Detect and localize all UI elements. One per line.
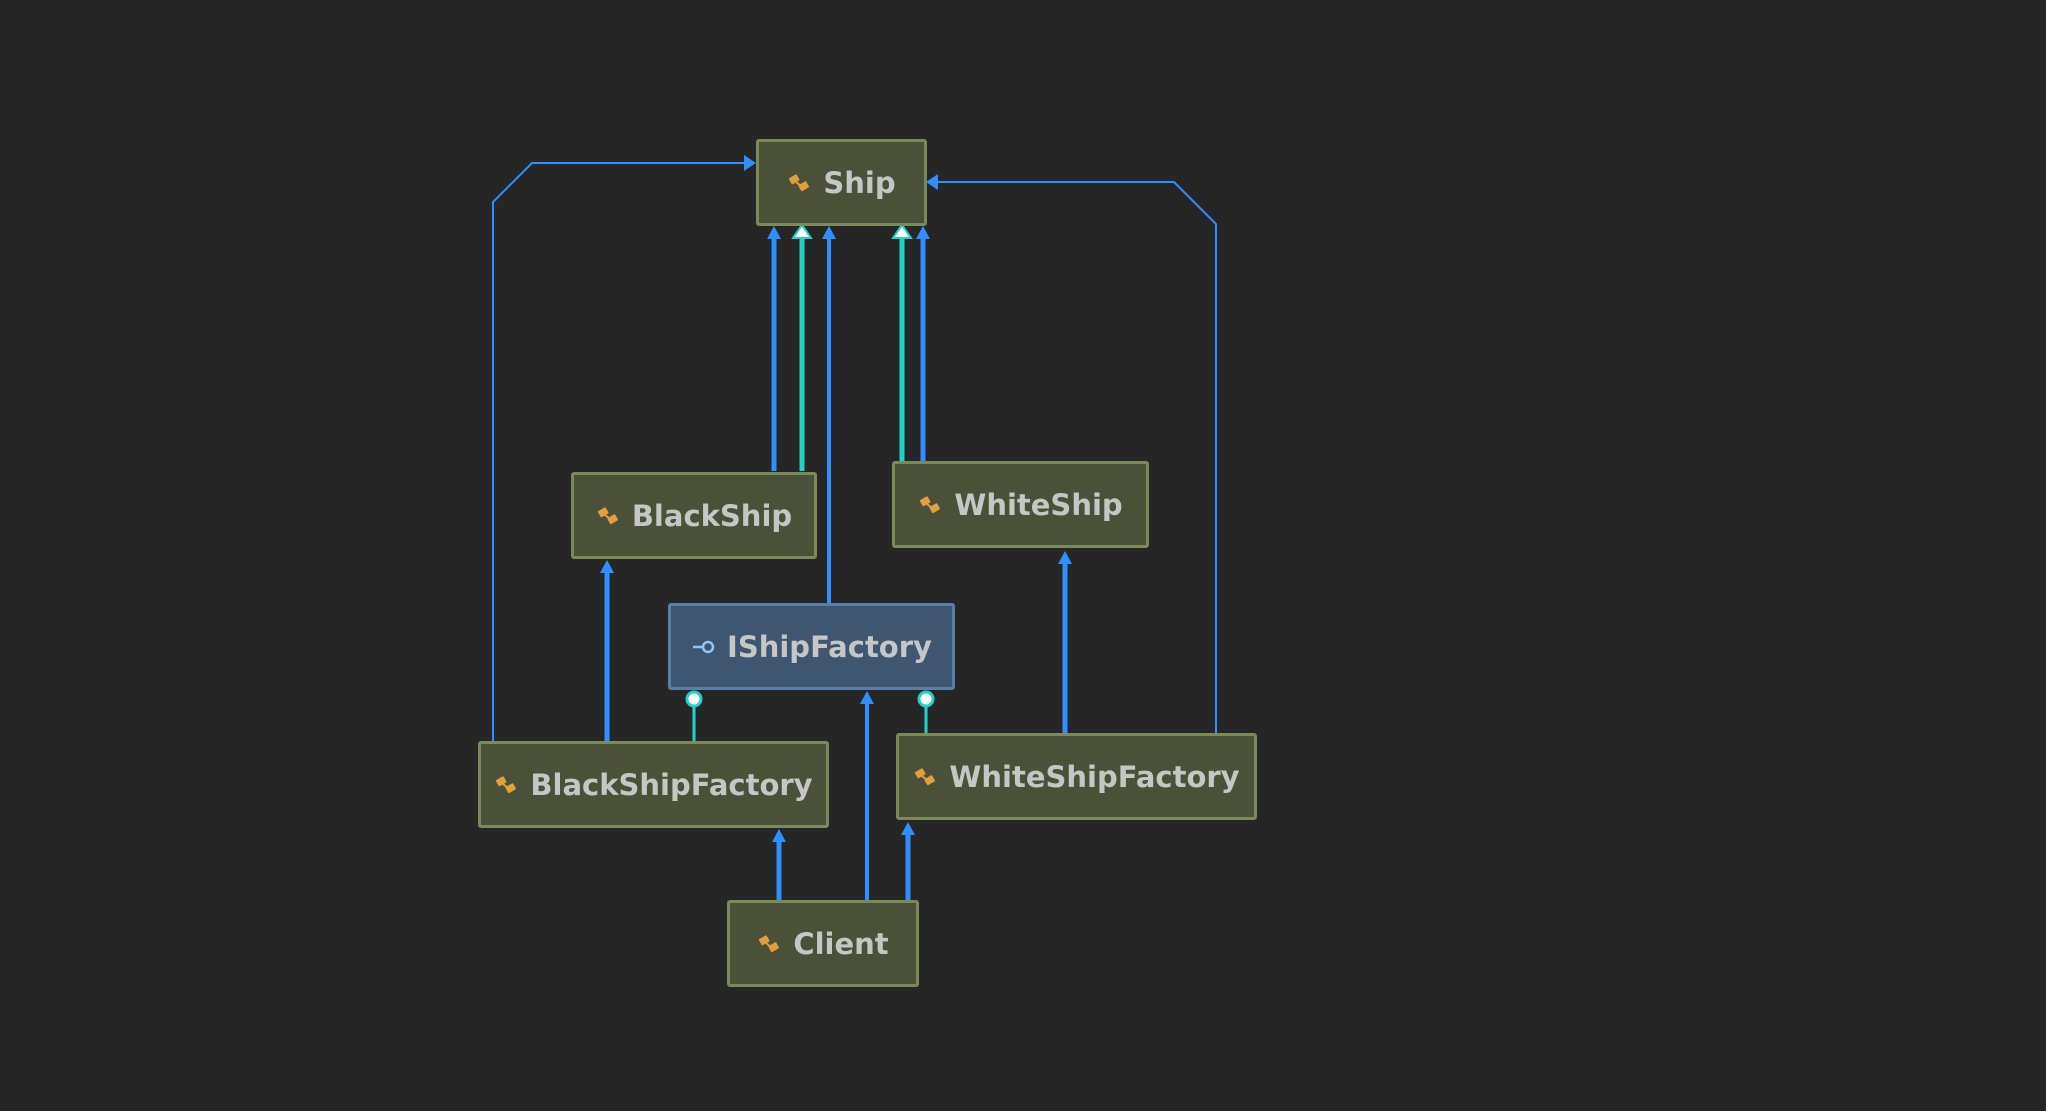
edge-client-whiteshipfactory-usage bbox=[901, 822, 915, 900]
node-label: IShipFactory bbox=[727, 629, 932, 664]
class-icon bbox=[915, 767, 936, 785]
interface-icon bbox=[693, 640, 715, 653]
edge-blackshipfactory-ship-usage bbox=[492, 155, 756, 741]
edge-whiteship-ship-inheritance bbox=[891, 223, 913, 461]
node-client[interactable]: Client bbox=[727, 900, 919, 987]
class-icon bbox=[597, 506, 618, 524]
node-ship[interactable]: Ship bbox=[756, 139, 927, 226]
node-label: Ship bbox=[823, 165, 896, 200]
node-whiteshipfactory[interactable]: WhiteShipFactory bbox=[896, 733, 1257, 820]
edge-blackship-ship-inheritance bbox=[791, 223, 813, 471]
node-blackship[interactable]: BlackShip bbox=[571, 472, 817, 559]
edge-blackshipfactory-blackship-usage bbox=[600, 560, 614, 741]
node-blackshipfactory[interactable]: BlackShipFactory bbox=[478, 741, 829, 828]
edge-blackshipfactory-ishipfactory-realization bbox=[685, 690, 703, 741]
edge-ishipfactory-ship-usage bbox=[822, 226, 836, 603]
edge-whiteshipfactory-ishipfactory-realization bbox=[917, 690, 935, 733]
node-label: Client bbox=[793, 926, 889, 961]
node-ishipfactory[interactable]: IShipFactory bbox=[668, 603, 955, 690]
node-label: BlackShipFactory bbox=[530, 767, 813, 802]
node-label: WhiteShipFactory bbox=[949, 759, 1240, 794]
edge-client-blackshipfactory-usage bbox=[772, 829, 786, 900]
node-label: WhiteShip bbox=[954, 487, 1123, 522]
class-icon bbox=[920, 495, 941, 513]
edge-whiteshipfactory-ship-usage bbox=[926, 174, 1217, 733]
edge-whiteship-ship-usage bbox=[916, 226, 930, 461]
class-icon bbox=[759, 934, 780, 952]
edge-client-ishipfactory-usage bbox=[860, 691, 874, 900]
edge-blackship-ship-usage bbox=[767, 226, 781, 471]
node-label: BlackShip bbox=[631, 498, 793, 533]
node-whiteship[interactable]: WhiteShip bbox=[892, 461, 1149, 548]
class-icon bbox=[789, 173, 810, 191]
class-icon bbox=[496, 775, 517, 793]
edge-whiteshipfactory-whiteship-usage bbox=[1058, 551, 1072, 733]
